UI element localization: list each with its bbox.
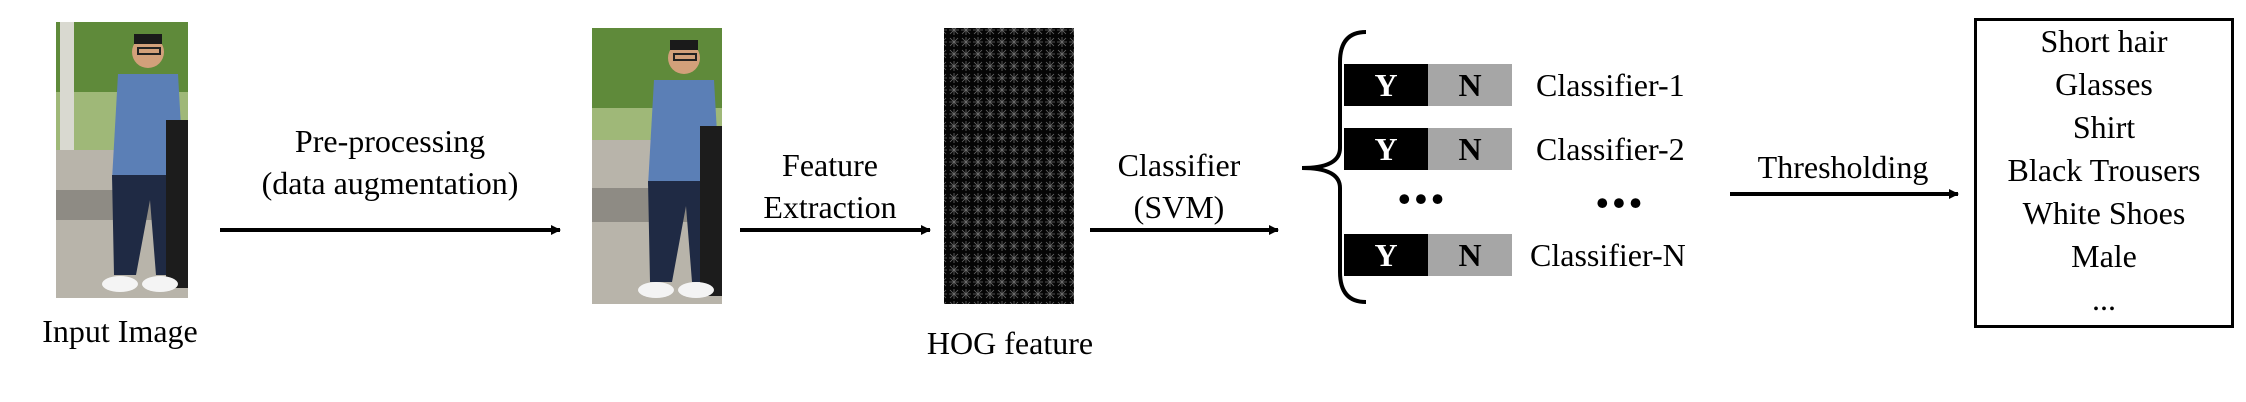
attributes-output-box: [1974, 18, 2234, 328]
attribute-item: Shirt: [2072, 109, 2136, 145]
attribute-item: Black Trousers: [2007, 152, 2201, 188]
hog-feature-label: HOG feature: [926, 325, 1094, 361]
classifier-2-yes-box: Y: [1344, 128, 1428, 170]
classifier-n-no-box: N: [1428, 234, 1512, 276]
classifier-svm-label-line2: (SVM): [1133, 189, 1225, 225]
hog-feature-image: [944, 28, 1074, 304]
attribute-item: ...: [2092, 281, 2116, 317]
classifier-2-label: Classifier-2: [1536, 131, 1685, 167]
input-image-label: Input Image: [42, 313, 198, 349]
classifier-n-yes-box: Y: [1344, 234, 1428, 276]
input-photo: [56, 22, 188, 298]
classifier-1-no-box: N: [1428, 64, 1512, 106]
attribute-item: Glasses: [2055, 66, 2153, 102]
feature-extraction-label: Feature Extraction: [740, 144, 920, 228]
preprocessing-label-line2: (data augmentation): [261, 165, 519, 201]
feature-extraction-label-line2: Extraction: [763, 189, 897, 225]
preprocessing-label: Pre-processing (data augmentation): [260, 120, 520, 204]
attribute-item: Short hair: [2040, 23, 2168, 59]
classifier-brace: [1301, 30, 1367, 304]
classifier-ellipsis-right: •••: [1596, 183, 1646, 223]
classifier-1-label: Classifier-1: [1536, 67, 1685, 103]
classifier-ellipsis-left: •••: [1398, 179, 1448, 219]
preprocessing-label-line1: Pre-processing: [294, 123, 486, 159]
augmented-photo: [592, 28, 722, 304]
attributes-list: Short hair Glasses Shirt Black Trousers …: [1974, 20, 2234, 321]
classifier-1-yes-box: Y: [1344, 64, 1428, 106]
feature-extraction-label-line1: Feature: [782, 147, 878, 183]
classifier-svm-label-line1: Classifier: [1117, 147, 1241, 183]
classifier-n-label: Classifier-N: [1530, 237, 1686, 273]
attribute-item: White Shoes: [2022, 195, 2186, 231]
attribute-item: Male: [2071, 238, 2137, 274]
classifier-svm-label: Classifier (SVM): [1094, 144, 1264, 228]
classifier-2-no-box: N: [1428, 128, 1512, 170]
thresholding-label: Thresholding: [1757, 149, 1929, 185]
